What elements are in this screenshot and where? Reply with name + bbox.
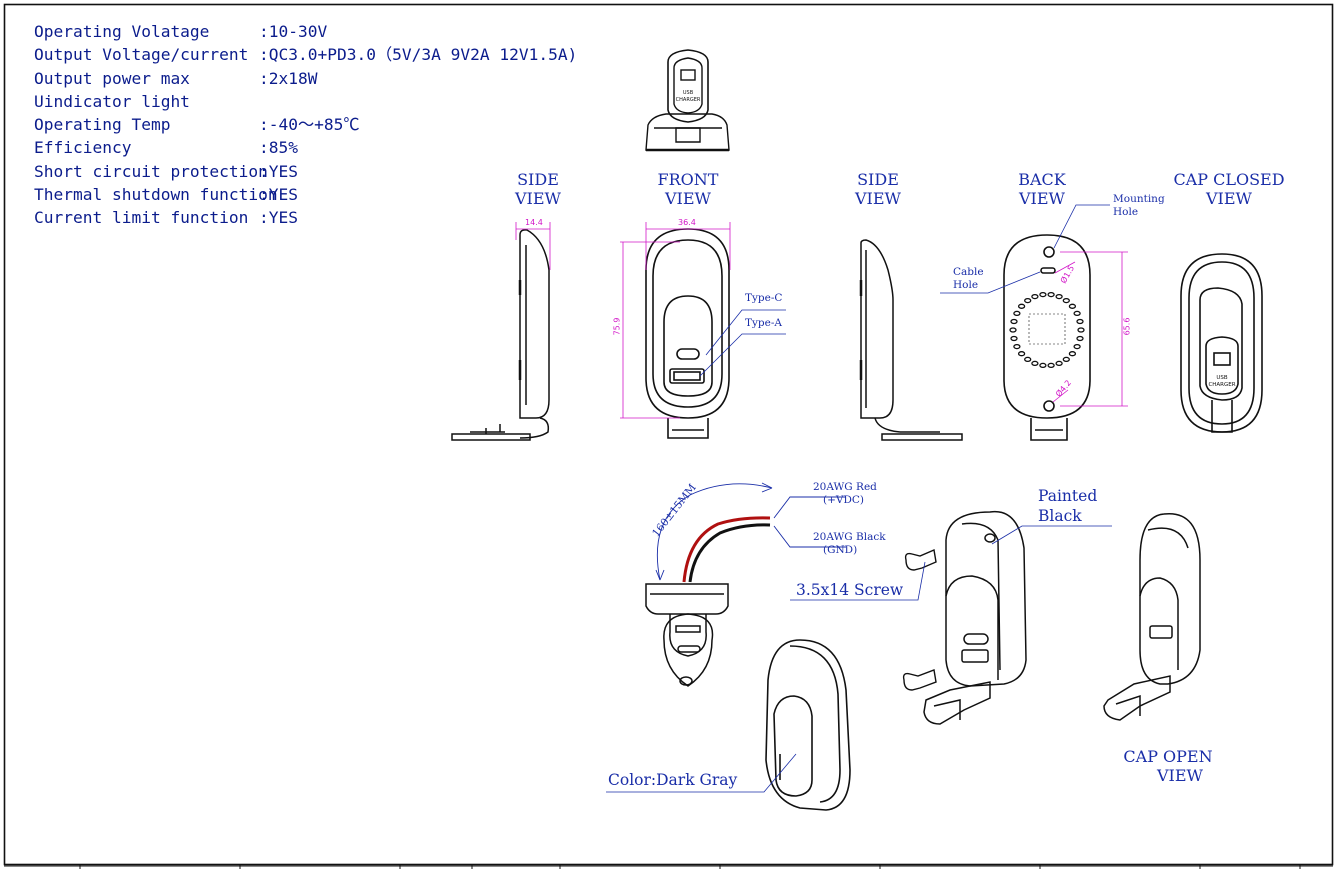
vent-hole (1047, 291, 1055, 298)
dim-front-height: 75.9 (612, 317, 622, 336)
cap-closed-view (1180, 253, 1263, 433)
vent-hole (1009, 327, 1017, 333)
vent-hole (1062, 356, 1070, 363)
exploded-module (923, 510, 1027, 725)
front-view-dims (620, 222, 731, 419)
vent-hole (1017, 303, 1026, 309)
type-c-callout: Type-C (745, 292, 783, 304)
vent-hole (1068, 351, 1077, 357)
vent-hole (1077, 327, 1085, 333)
type-a-callout: Type-A (745, 317, 783, 329)
vent-hole (1073, 310, 1081, 317)
top-iso-product (645, 49, 730, 152)
vent-hole (1039, 291, 1047, 298)
vent-hole (1062, 297, 1070, 304)
wire-black-callout: 20AWG Black(GND) (813, 531, 886, 556)
cable-assembly (645, 583, 729, 687)
wire-red-callout: 20AWG Red(+VDC) (813, 481, 877, 506)
back-view (1003, 234, 1091, 441)
vent-hole (1076, 318, 1084, 325)
dim-side-width: 14.4 (525, 218, 543, 227)
cable-length-dim (655, 482, 846, 581)
iso-label-1: USB (683, 90, 694, 96)
side-view-left-dim (515, 222, 551, 270)
vent-hole (1055, 360, 1063, 367)
vent-hole (1039, 362, 1047, 369)
dim-back-height: 65.6 (1122, 317, 1132, 336)
back-label-plate (1028, 313, 1066, 345)
side-view-right (859, 239, 963, 441)
back-view-dims (1052, 251, 1128, 407)
vent-hole (1031, 360, 1039, 367)
front-view (645, 228, 730, 439)
vent-hole (1055, 293, 1063, 300)
cover-leader (606, 753, 797, 793)
vent-hole (1068, 303, 1077, 309)
vent-hole (1031, 293, 1039, 300)
color-callout: Color:Dark Gray (608, 771, 738, 789)
vent-hole (1024, 297, 1032, 304)
vent-hole (1013, 310, 1021, 317)
vent-hole (1076, 335, 1084, 342)
back-leaders (940, 204, 1110, 294)
front-leaders (699, 309, 786, 377)
iso-label-2: CHARGER (676, 97, 701, 103)
side-view-left (451, 229, 550, 441)
screw-top (904, 549, 937, 571)
cap-label-2: CHARGER (1208, 382, 1235, 388)
vent-hole (1073, 343, 1081, 350)
vent-hole (1013, 343, 1021, 350)
exploded-leaders (790, 525, 1112, 601)
vent-hole (1010, 335, 1018, 342)
vent-hole (1010, 318, 1018, 325)
border-ticks (4, 864, 1333, 869)
vent-hole (1017, 351, 1026, 357)
back-view-vent-ring (1009, 291, 1085, 369)
sheet-border (3, 3, 1334, 866)
screw-bottom (902, 669, 937, 691)
vent-hole (1047, 362, 1055, 369)
cable-wires (682, 516, 771, 583)
screw-callout: 3.5x14 Screw (796, 581, 904, 599)
dim-front-width: 36.4 (678, 218, 696, 227)
cap-open-view (1103, 513, 1201, 721)
cap-label-1: USB (1216, 375, 1228, 381)
dark-gray-cover (765, 639, 851, 811)
vent-hole (1024, 356, 1032, 363)
